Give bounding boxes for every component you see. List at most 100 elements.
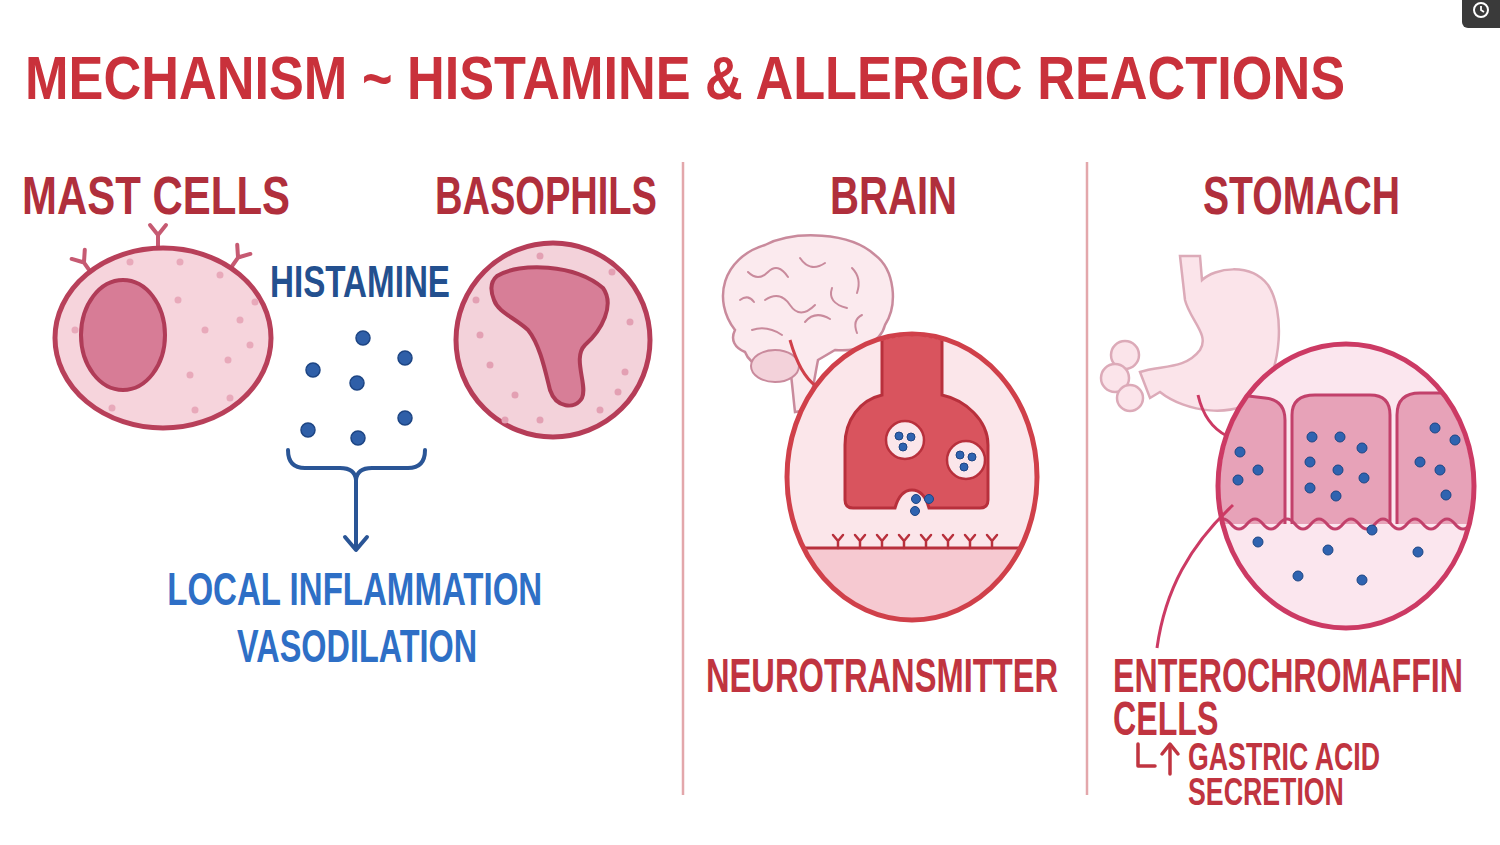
histamine-dot <box>398 351 412 365</box>
basophil-cell <box>477 332 484 339</box>
basophil-cell <box>473 297 480 304</box>
mucosa-figure <box>1305 457 1315 467</box>
mucosa-figure <box>1413 547 1423 557</box>
basophil-cell <box>491 267 607 405</box>
synapse-figure <box>855 535 865 548</box>
mast-cell <box>247 342 254 349</box>
synapse-figure <box>895 432 976 516</box>
synapse-figure <box>877 535 887 548</box>
mucosa-figure <box>1450 435 1460 445</box>
divider-line <box>683 162 1087 795</box>
increase-arrow <box>1138 744 1155 766</box>
synapse-figure <box>780 548 1050 638</box>
synapse-figure <box>833 535 997 548</box>
synapse-figure <box>911 507 920 516</box>
mast-cell <box>227 395 234 402</box>
role-label: NEUROTRANSMITTER <box>706 652 1058 700</box>
histamine-dot <box>350 376 364 390</box>
mast-cell <box>175 297 182 304</box>
mast-cell <box>237 317 244 324</box>
mast-cell <box>72 327 79 334</box>
synapse-figure <box>899 535 909 548</box>
section-heading: BRAIN <box>830 168 957 222</box>
basophil-cell <box>609 269 616 276</box>
basophil-cell <box>487 362 494 369</box>
mucosa-figure <box>1415 457 1425 467</box>
mast-cell <box>177 259 184 266</box>
brain-figure <box>740 297 754 302</box>
effect-label: VASODILATION <box>237 622 477 669</box>
stomach-figure <box>1101 341 1143 411</box>
basophil-cell <box>622 369 629 376</box>
basophil-cell <box>615 389 622 396</box>
mast-cell <box>225 357 232 364</box>
mucosa-figure <box>1157 344 1490 648</box>
mucosa-figure <box>1218 344 1474 628</box>
mucosa-figure <box>1157 505 1233 648</box>
basophil-cell <box>597 407 604 414</box>
increase-arrow <box>1138 744 1178 774</box>
histamine-dot <box>301 331 412 445</box>
synapse-figure <box>833 535 843 548</box>
histamine-dot <box>351 431 365 445</box>
mucosa-figure <box>1357 443 1367 453</box>
mucosa-figure <box>1215 519 1487 529</box>
stomach-figure <box>1117 385 1143 411</box>
basophil-cell <box>456 243 650 437</box>
increase-arrow <box>1162 744 1178 754</box>
mucosa-figure <box>1441 490 1451 500</box>
mucosa-figure <box>1215 393 1478 530</box>
mucosa-figure <box>1307 432 1317 442</box>
mast-cell <box>109 405 116 412</box>
brain-figure <box>751 350 799 382</box>
basophil-cell <box>537 417 544 424</box>
mucosa-figure <box>1397 393 1478 530</box>
basophil-cell <box>537 253 544 260</box>
mast-cell <box>55 248 271 428</box>
mucosa-figure <box>1357 575 1367 585</box>
increase-arrow <box>1168 746 1172 774</box>
histamine-dot <box>306 363 320 377</box>
mucosa-figure <box>1430 423 1440 433</box>
synapse-figure <box>899 443 907 451</box>
mast-cell <box>150 225 166 249</box>
mucosa-figure <box>1253 537 1263 547</box>
mast-cell <box>252 299 259 306</box>
histamine-dot <box>356 331 370 345</box>
timer-icon <box>1474 3 1488 17</box>
bracket-arrow <box>288 450 425 480</box>
substance-label: HISTAMINE <box>270 259 450 304</box>
cell-label: ENTEROCHROMAFFIN CELLS <box>1113 654 1465 740</box>
bracket-arrow <box>354 480 358 548</box>
effect-label: GASTRIC ACID SECRETION <box>1188 740 1393 810</box>
brain-figure <box>831 288 847 308</box>
brain-figure <box>805 315 830 322</box>
synapse-figure <box>960 463 968 471</box>
basophil-cell <box>456 243 650 437</box>
synapse-figure <box>787 334 1037 620</box>
basophil-cell <box>473 253 634 424</box>
timer-icon <box>1481 6 1484 12</box>
synapse-figure <box>895 432 903 440</box>
bracket-arrow <box>288 450 425 550</box>
mast-cell <box>217 272 224 279</box>
mucosa-figure <box>1435 465 1445 475</box>
mast-cell <box>192 407 199 414</box>
mucosa-figure <box>1335 432 1345 442</box>
synapse-figure <box>947 441 985 479</box>
mucosa-figure <box>1210 393 1490 644</box>
synapse-figure <box>780 320 1050 638</box>
effect-label: LOCAL INFLAMMATION <box>168 565 543 612</box>
mucosa-figure <box>1293 571 1303 581</box>
synapse-figure <box>790 547 1040 550</box>
mast-cell <box>81 280 165 390</box>
mast-cell <box>202 327 209 334</box>
synapse-figure <box>780 320 1050 638</box>
basophil-cell <box>627 319 634 326</box>
synapse-figure <box>987 535 997 548</box>
page-title: MECHANISM ~ HISTAMINE & ALLERGIC REACTIO… <box>25 47 1345 109</box>
synapse-figure <box>943 535 953 548</box>
section-heading: MAST CELLS <box>22 168 290 222</box>
mucosa-figure <box>1233 423 1460 585</box>
